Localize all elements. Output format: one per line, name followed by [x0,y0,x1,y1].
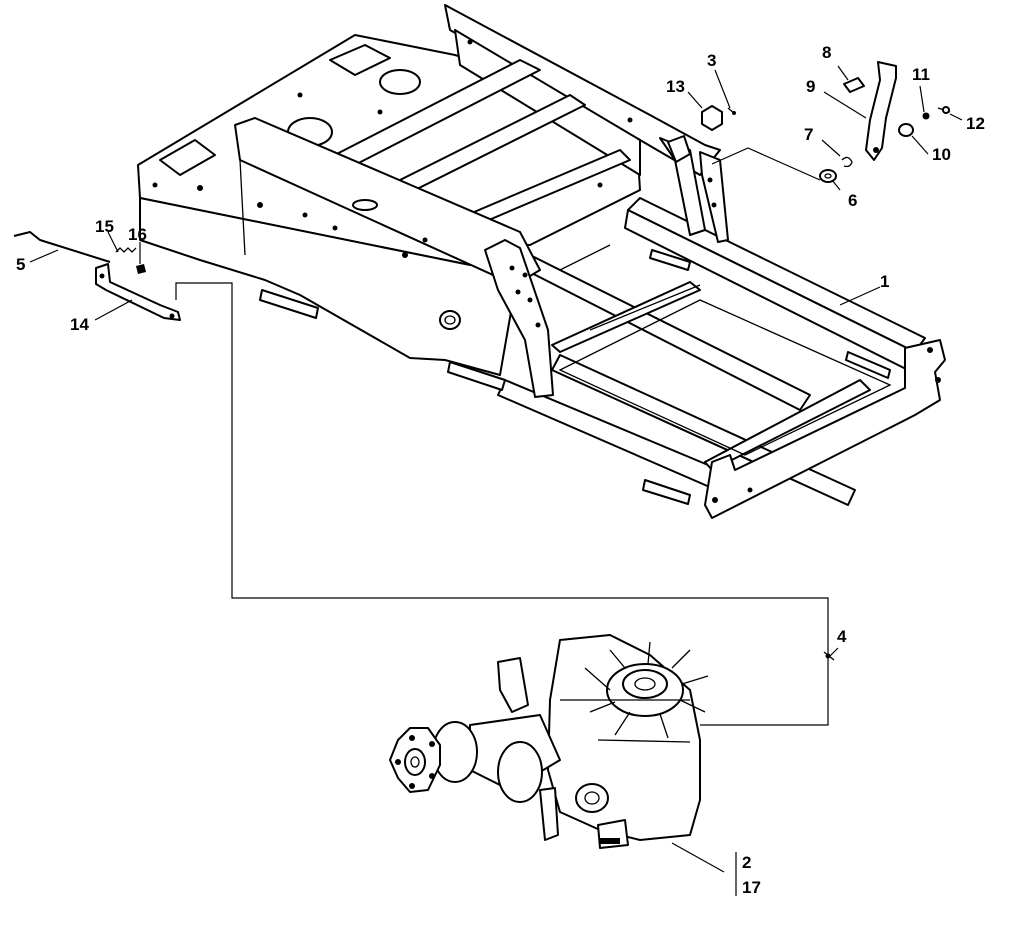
transmission-link-line [175,282,829,726]
callout-17: 17 [742,878,761,897]
part-10-washer [898,123,914,137]
assembly-link-line [711,147,821,181]
part-15-spring [115,247,137,253]
callout-2: 2 [742,853,751,872]
part-11-nut [922,112,930,120]
callout-7: 7 [804,125,813,144]
part-8-bumper [843,77,865,93]
callout-5: 5 [16,255,25,274]
callout-11: 11 [912,65,930,84]
part-4-pin [823,651,835,661]
callout-12: 12 [966,114,985,133]
callout-14: 14 [70,315,89,334]
part-7-clip [841,156,853,168]
part-5-rod [13,231,111,263]
part-13-switch [701,105,723,131]
leader-lines [29,65,963,896]
callout-8: 8 [822,43,831,62]
callout-6: 6 [848,191,857,210]
part-14-bracket [95,263,181,321]
callout-1: 1 [880,272,889,291]
transmission-assembly [389,634,709,849]
parts-left [13,231,829,726]
callout-9: 9 [806,77,815,96]
callout-10: 10 [932,145,951,164]
part-9-lever [865,61,897,161]
callout-4: 4 [837,627,847,646]
callout-3: 3 [707,51,716,70]
callout-15: 15 [95,217,114,236]
callout-16: 16 [128,225,147,244]
parts-upper-right [667,61,951,183]
part-16-nut [136,264,146,274]
part-6-bushing [819,169,837,183]
callout-labels: 1 2 3 4 5 6 7 8 9 10 11 12 13 14 15 16 1… [16,43,985,897]
callout-13: 13 [666,77,685,96]
frame-assembly [137,4,946,519]
